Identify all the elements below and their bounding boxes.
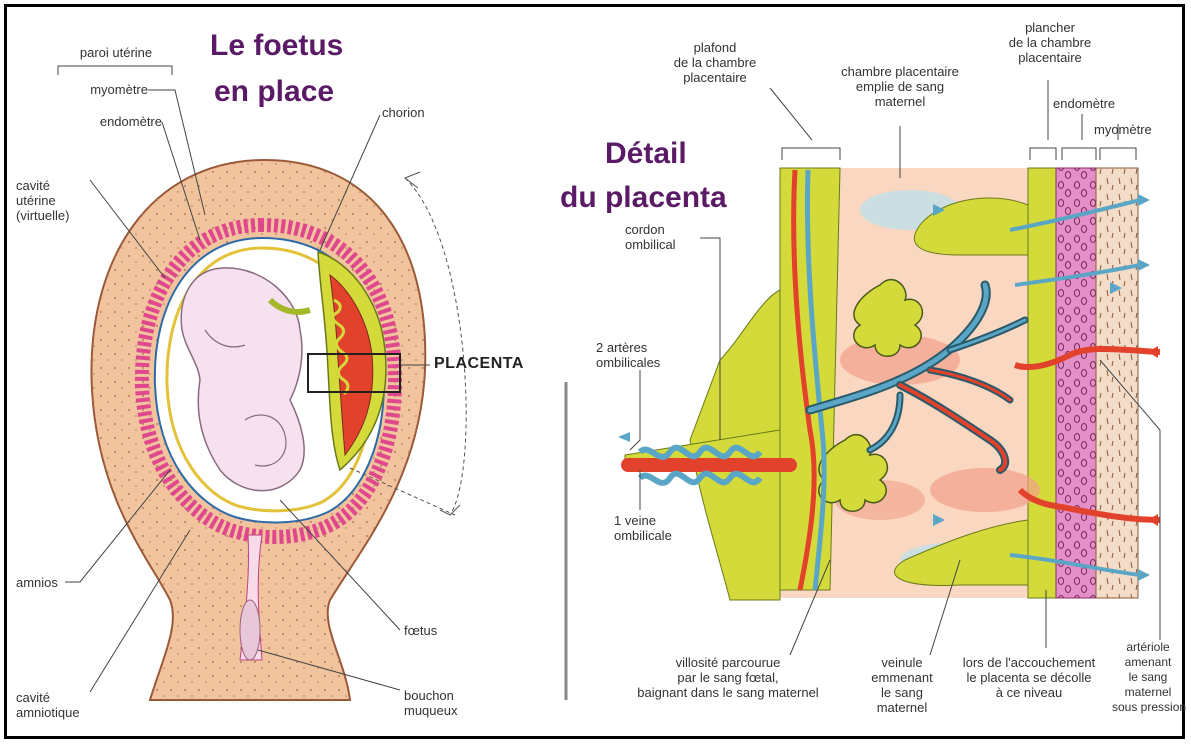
label-endometre-right: endomètre <box>1053 96 1115 111</box>
label-amnios: amnios <box>16 575 58 590</box>
label-plafond: plafond de la chambre placentaire <box>655 40 775 85</box>
label-bouchon-muqueux: bouchon muqueux <box>404 688 457 718</box>
label-placenta-big: PLACENTA <box>434 355 524 373</box>
label-myometre-right: myomètre <box>1094 122 1152 137</box>
label-chambre: chambre placentaire emplie de sang mater… <box>825 64 975 109</box>
mucus-plug-shape <box>240 600 260 660</box>
label-foetus: fœtus <box>404 623 437 638</box>
label-paroi-uterine: paroi utérine <box>70 45 162 60</box>
label-veine: 1 veine ombilicale <box>614 513 672 543</box>
label-accouchement: lors de l'accouchement le placenta se dé… <box>944 655 1114 700</box>
label-endometre-left: endomètre <box>70 114 162 129</box>
label-cordon: cordon ombilical <box>625 222 676 252</box>
left-title-line1: Le foetus <box>210 28 343 64</box>
label-arteriole: artériole amenant le sang maternel sous … <box>1112 640 1184 715</box>
right-title-line2: du placenta <box>560 180 727 216</box>
label-plancher: plancher de la chambre placentaire <box>995 20 1105 65</box>
label-myometre-left: myomètre <box>60 82 148 97</box>
label-arteres: 2 artères ombilicales <box>596 340 660 370</box>
right-title-line1: Détail <box>605 136 687 172</box>
label-chorion: chorion <box>382 105 425 120</box>
label-veinule: veinule emmenant le sang maternel <box>860 655 944 715</box>
placenta-detail-drawing <box>618 168 1160 600</box>
label-villosite: villosité parcourue par le sang fœtal, b… <box>628 655 828 700</box>
left-title-line2: en place <box>214 74 334 110</box>
label-cavite-amniotique: cavité amniotique <box>16 690 80 720</box>
label-cavite-uterine: cavité utérine (virtuelle) <box>16 178 69 223</box>
uterus-drawing <box>91 160 466 700</box>
